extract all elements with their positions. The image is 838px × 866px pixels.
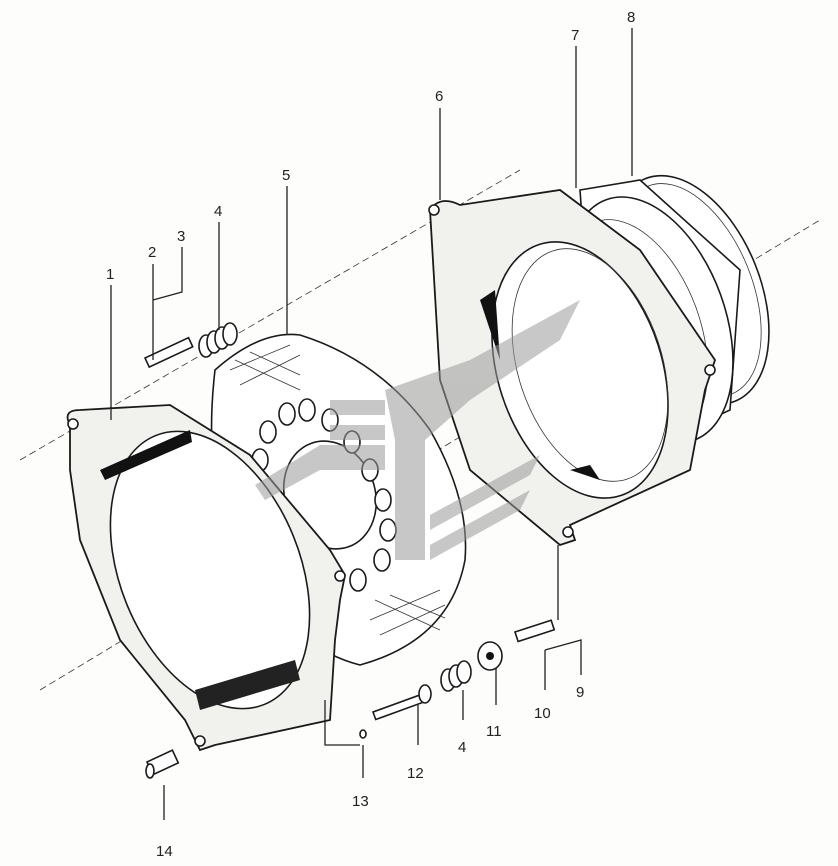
leader-lines bbox=[110, 28, 633, 820]
callout-12: 12 bbox=[407, 765, 424, 782]
part-6-flange-ring bbox=[428, 189, 716, 547]
part-12-bolt bbox=[371, 684, 432, 721]
part-10-pin bbox=[513, 619, 556, 643]
callout-7: 7 bbox=[571, 27, 579, 44]
callout-11: 11 bbox=[486, 723, 502, 740]
part-6-bolt-hole bbox=[428, 204, 440, 216]
part-11-nut bbox=[477, 641, 503, 671]
callout-13: 13 bbox=[352, 793, 369, 810]
part-6-bolt-hole bbox=[704, 364, 716, 376]
part-1-bolt-hole bbox=[334, 570, 346, 582]
part-4-spring-upper bbox=[198, 322, 238, 358]
watermark-logo bbox=[255, 300, 580, 560]
part-14-bushing bbox=[145, 749, 180, 779]
callout-6: 6 bbox=[435, 88, 443, 105]
callout-1: 1 bbox=[106, 266, 114, 283]
callout-2: 2 bbox=[148, 244, 156, 261]
callout-5: 5 bbox=[282, 167, 290, 184]
callout-3: 3 bbox=[177, 228, 185, 245]
part-1-bolt-hole bbox=[194, 735, 206, 747]
part-13-ball bbox=[359, 729, 367, 739]
callout-8: 8 bbox=[627, 9, 635, 26]
callout-14: 14 bbox=[156, 843, 173, 860]
axis-line-upper bbox=[19, 169, 521, 461]
callout-4-upper: 4 bbox=[214, 203, 222, 220]
callout-labels: 1 2 3 4 5 6 7 8 9 10 11 12 4 13 14 bbox=[106, 9, 635, 860]
part-4-spring-lower bbox=[440, 660, 472, 692]
part-6-bolt-hole bbox=[562, 526, 574, 538]
callout-4-lower: 4 bbox=[458, 739, 466, 756]
part-1-bolt-hole bbox=[67, 418, 79, 430]
part-2-pin bbox=[143, 336, 194, 369]
callout-9: 9 bbox=[576, 684, 584, 701]
callout-10: 10 bbox=[534, 705, 551, 722]
